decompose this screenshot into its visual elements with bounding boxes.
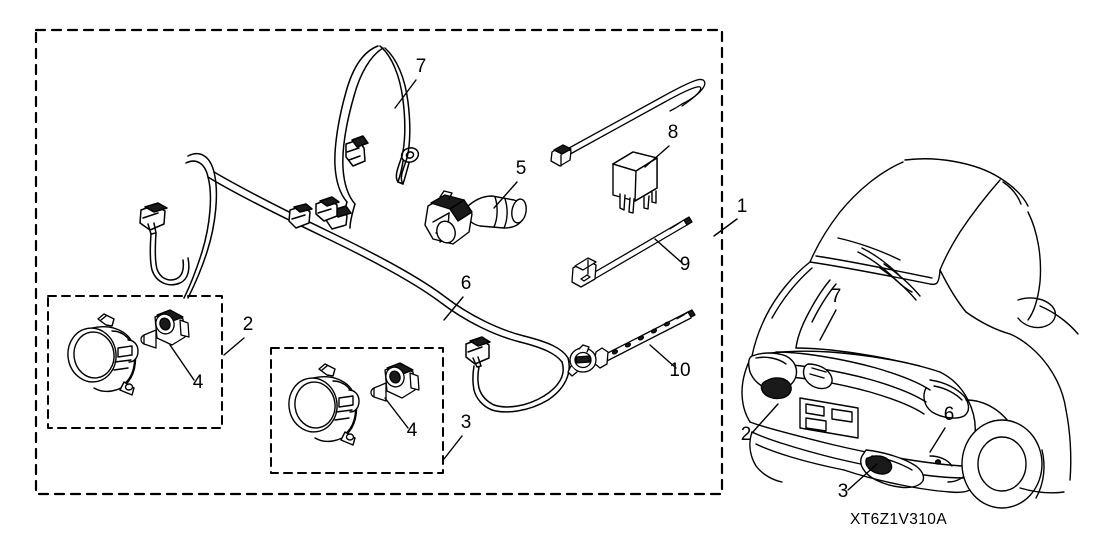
callout-4-left: 4	[193, 372, 204, 393]
cable-tie-top	[550, 78, 706, 167]
vehicle-callout-6: 6	[944, 404, 955, 425]
callout-10: 10	[669, 360, 690, 381]
vehicle-callout-3: 3	[838, 481, 849, 502]
fog-light-left-group	[47, 295, 223, 429]
switch-connector	[424, 190, 527, 245]
callout-3: 3	[461, 412, 472, 433]
callout-9: 9	[680, 254, 691, 275]
relay	[612, 151, 658, 214]
cable-tie-clip	[567, 309, 696, 377]
fog-light-left	[67, 313, 139, 396]
callout-4-right: 4	[407, 420, 418, 441]
fog-light-right-group	[270, 347, 444, 474]
callout-7-harness: 7	[416, 56, 427, 77]
bulb-left	[140, 309, 190, 349]
vehicle-illustration	[741, 158, 1079, 509]
callout-6: 6	[461, 273, 472, 294]
vehicle-callout-labels: 7 2 6 3	[741, 286, 955, 502]
fog-light-right	[288, 363, 360, 446]
vehicle-callout-2: 2	[741, 424, 752, 445]
callout-5: 5	[516, 158, 527, 179]
cable-tie-long	[571, 216, 693, 288]
callout-1: 1	[737, 196, 748, 217]
callout-leaders	[169, 79, 946, 491]
vehicle-callout-7: 7	[831, 286, 842, 307]
bulb-right	[370, 362, 420, 402]
kit-outline	[34, 28, 724, 496]
callout-labels: 1 7 5 8 9 10 6 2 4 3 4	[193, 56, 748, 441]
main-harness	[139, 152, 570, 413]
part-code-label: XT6Z1V310A	[850, 511, 947, 528]
callout-8: 8	[668, 122, 679, 143]
callout-2: 2	[243, 314, 254, 335]
